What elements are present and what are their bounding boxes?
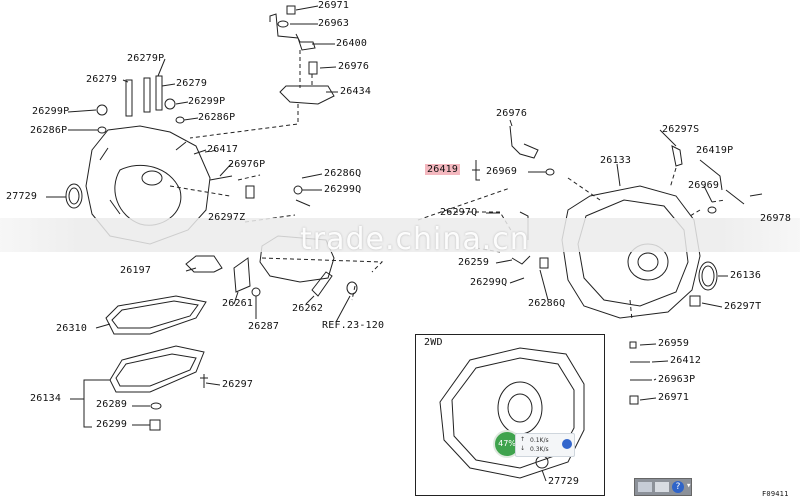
oil-pan-drawing — [105, 295, 208, 431]
part-label-26419p: 26419P — [696, 145, 734, 156]
part-label-26289: 26289 — [96, 399, 128, 410]
download-arrow-icon: ↓ — [520, 445, 526, 452]
tray-keyboard-icon[interactable] — [655, 482, 669, 492]
part-label-26971: 26971 — [318, 0, 350, 11]
part-label-26419: 26419 — [425, 164, 461, 175]
part-label-26297t: 26297T — [724, 301, 762, 312]
part-label-26297q: 26297Q — [440, 207, 478, 218]
part-label-26286p: 26286P — [30, 125, 68, 136]
part-label-26412: 26412 — [670, 355, 702, 366]
part-label-26434: 26434 — [340, 86, 372, 97]
part-label-26969: 26969 — [486, 166, 518, 177]
small-parts-left — [209, 175, 311, 207]
part-label-26299p: 26299P — [32, 106, 70, 117]
upload-speed: 0.1K/s — [530, 437, 549, 444]
part-label-26969: 26969 — [688, 180, 720, 191]
part-label-27729: 27729 — [6, 191, 38, 202]
2wd-box-title: 2WD — [424, 337, 443, 348]
part-label-26963p: 26963P — [658, 374, 696, 385]
2wd-inset-box — [415, 334, 605, 496]
transfer-case-right-drawing — [561, 185, 718, 319]
part-label-26287: 26287 — [248, 321, 280, 332]
part-label-ref-23-120: REF.23-120 — [322, 320, 385, 331]
part-label-26286p: 26286P — [198, 112, 236, 123]
part-label-26963: 26963 — [318, 18, 350, 29]
part-label-26279p: 26279P — [127, 53, 165, 64]
part-label-26959: 26959 — [658, 338, 690, 349]
part-label-26279: 26279 — [86, 74, 118, 85]
part-label-26978: 26978 — [760, 213, 792, 224]
part-label-26299q: 26299Q — [324, 184, 362, 195]
part-label-26976p: 26976P — [228, 159, 266, 170]
network-speed-panel: ↑ 0.1K/s ↓ 0.3K/s — [515, 433, 575, 457]
part-label-26297z: 26297Z — [208, 212, 246, 223]
part-label-26297s: 26297S — [662, 124, 700, 135]
leader-lines — [46, 5, 728, 482]
part-label-26259: 26259 — [458, 257, 490, 268]
part-label-27729: 27729 — [548, 476, 580, 487]
part-label-26286q: 26286Q — [528, 298, 566, 309]
part-label-26262: 26262 — [292, 303, 324, 314]
watermark-band — [0, 218, 800, 252]
chrome-icon — [562, 439, 572, 449]
part-label-26976: 26976 — [338, 61, 370, 72]
part-label-26299: 26299 — [96, 419, 128, 430]
gauge-percent: 47% — [498, 439, 516, 448]
part-label-26197: 26197 — [120, 265, 152, 276]
part-label-26417: 26417 — [207, 144, 239, 155]
part-label-26400: 26400 — [336, 38, 368, 49]
small-parts-right — [509, 125, 763, 405]
part-label-26261: 26261 — [222, 298, 254, 309]
shift-bracket-drawing — [269, 5, 335, 105]
part-label-26971: 26971 — [658, 392, 690, 403]
taskbar-tray[interactable]: ? ▾ — [634, 478, 692, 496]
reference-lines — [169, 50, 726, 321]
2wd-housing-drawing — [439, 347, 585, 479]
part-label-26133: 26133 — [600, 155, 632, 166]
download-speed: 0.3K/s — [530, 446, 549, 453]
part-label-26286q: 26286Q — [324, 168, 362, 179]
part-label-26297: 26297 — [222, 379, 254, 390]
part-label-26279: 26279 — [176, 78, 208, 89]
tray-window-icon[interactable] — [638, 482, 652, 492]
part-label-26976: 26976 — [496, 108, 528, 119]
figure-id: F09411 — [762, 490, 789, 498]
watermark-text: trade.china.cn — [300, 222, 530, 257]
part-label-26310: 26310 — [56, 323, 88, 334]
part-label-26136: 26136 — [730, 270, 762, 281]
part-label-26134: 26134 — [30, 393, 62, 404]
part-label-26299p: 26299P — [188, 96, 226, 107]
part-label-26299q: 26299Q — [470, 277, 508, 288]
upload-arrow-icon: ↑ — [520, 436, 526, 443]
chevron-down-icon[interactable]: ▾ — [686, 481, 692, 491]
studs-drawing — [96, 75, 185, 134]
help-icon[interactable]: ? — [672, 481, 684, 493]
